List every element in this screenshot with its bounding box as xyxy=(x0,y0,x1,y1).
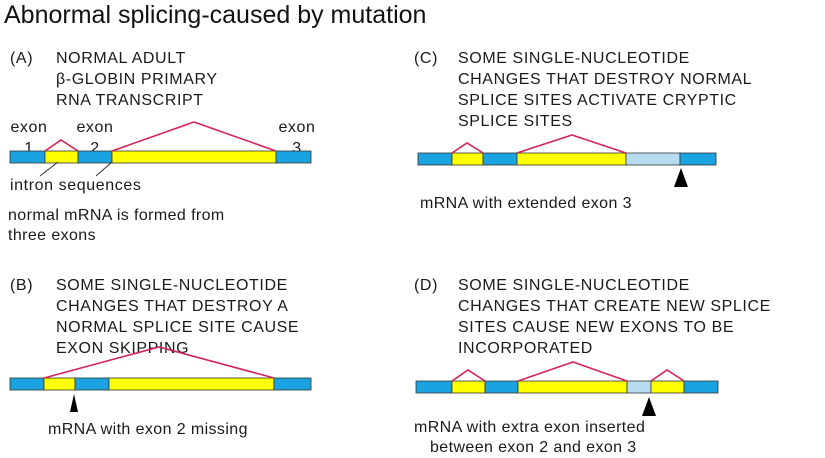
intron-1 xyxy=(43,377,76,391)
panel-b-label: (B) xyxy=(10,277,34,294)
intron-pointer xyxy=(39,161,59,177)
intron-2 xyxy=(516,152,627,166)
intron-pointer xyxy=(95,161,113,177)
exon-2 xyxy=(74,377,110,391)
exon-number: 2 xyxy=(90,140,100,157)
panel-c-heading-line: SPLICE SITES ACTIVATE CRYPTIC xyxy=(458,92,737,109)
intron-2b xyxy=(650,380,685,394)
panel-c-heading-line: CHANGES THAT DESTROY NORMAL xyxy=(458,71,753,88)
panel-c-heading: SOME SINGLE-NUCLEOTIDE CHANGES THAT DEST… xyxy=(458,48,752,132)
panel-a-heading-line: β-GLOBIN PRIMARY xyxy=(56,71,218,88)
exon-1 xyxy=(9,377,45,391)
intron-sequences-label: intron sequences xyxy=(10,177,142,194)
panel-d-heading-line: SOME SINGLE-NUCLEOTIDE xyxy=(458,277,690,294)
caption-line: mRNA with extra exon inserted xyxy=(414,419,646,436)
splice-line xyxy=(516,134,627,154)
panel-d-caption: mRNA with extra exon inserted between ex… xyxy=(414,418,645,458)
splice-line xyxy=(650,369,685,382)
caption-line: three exons xyxy=(8,227,97,244)
exon-2 xyxy=(484,380,519,394)
caption-line: normal mRNA is formed from xyxy=(8,207,225,224)
panel-a-label: (A) xyxy=(10,50,34,67)
panel-d-heading-line: INCORPORATED xyxy=(458,340,593,357)
cryptic-exon-extension xyxy=(625,152,681,166)
panel-b-heading-line: EXON SKIPPING xyxy=(56,340,190,357)
exon-1 xyxy=(9,150,46,164)
mutation-marker-icon xyxy=(70,394,78,412)
mutation-marker-icon xyxy=(674,168,688,187)
panel-a-transcript xyxy=(9,121,312,177)
intron-1 xyxy=(44,150,79,164)
splice-line xyxy=(111,121,277,152)
panel-d-label: (D) xyxy=(414,277,439,294)
exon-word: exon xyxy=(278,119,316,136)
exon-3-label: exon 3 xyxy=(272,117,322,159)
panel-a-heading-line: NORMAL ADULT xyxy=(56,50,186,67)
panel-b-transcript xyxy=(9,346,312,412)
panel-b-heading-line: NORMAL SPLICE SITE CAUSE xyxy=(56,319,300,336)
panel-b-heading-line: CHANGES THAT DESTROY A xyxy=(56,298,289,315)
caption-line: mRNA with exon 2 missing xyxy=(48,421,248,438)
exon-2 xyxy=(482,152,518,166)
splice-line xyxy=(517,361,628,382)
panel-b-heading: SOME SINGLE-NUCLEOTIDE CHANGES THAT DEST… xyxy=(56,275,299,359)
new-exon xyxy=(626,380,652,394)
splice-line xyxy=(451,142,484,154)
exon-1 xyxy=(415,380,453,394)
panel-d-heading: SOME SINGLE-NUCLEOTIDE CHANGES THAT CREA… xyxy=(458,275,771,359)
caption-line: mRNA with extended exon 3 xyxy=(420,195,632,212)
splice-line xyxy=(451,369,486,382)
exon-3 xyxy=(273,377,312,391)
exon-number: 3 xyxy=(292,140,302,157)
exon-2-label: exon 2 xyxy=(72,117,118,159)
intron-2a xyxy=(517,380,628,394)
exon-3 xyxy=(275,150,312,164)
panel-d-heading-line: SITES CAUSE NEW EXONS TO BE xyxy=(458,319,735,336)
intron-1 xyxy=(451,380,486,394)
intron-2 xyxy=(108,377,275,391)
intron-2 xyxy=(111,150,277,164)
exon-word: exon xyxy=(76,119,114,136)
panel-c-caption: mRNA with extended exon 3 xyxy=(420,194,632,214)
splice-line xyxy=(44,139,79,152)
exon-3 xyxy=(683,380,719,394)
caption-line: between exon 2 and exon 3 xyxy=(430,439,637,456)
panel-c-label: (C) xyxy=(414,50,439,67)
exon-number: 1 xyxy=(24,140,34,157)
panel-d-heading-line: CHANGES THAT CREATE NEW SPLICE xyxy=(458,298,771,315)
panel-c-heading-line: SOME SINGLE-NUCLEOTIDE xyxy=(458,50,690,67)
panel-a-heading-line: RNA TRANSCRIPT xyxy=(56,92,204,109)
panel-a-caption: normal mRNA is formed from three exons xyxy=(8,206,225,246)
exon-word: exon xyxy=(10,119,48,136)
panel-c-heading-line: SPLICE SITES xyxy=(458,113,573,130)
panel-b-heading-line: SOME SINGLE-NUCLEOTIDE xyxy=(56,277,288,294)
exon-3 xyxy=(679,152,717,166)
panel-d-transcript xyxy=(415,361,719,416)
mutation-marker-icon xyxy=(642,397,656,416)
panel-b-caption: mRNA with exon 2 missing xyxy=(48,420,248,440)
page-title: Abnormal splicing-caused by mutation xyxy=(4,1,427,29)
exon-1-label: exon 1 xyxy=(6,117,52,159)
exon-1 xyxy=(417,152,453,166)
panel-c-transcript xyxy=(417,134,717,187)
panel-a-heading: NORMAL ADULT β-GLOBIN PRIMARY RNA TRANSC… xyxy=(56,48,218,111)
exon-2 xyxy=(77,150,113,164)
splice-line xyxy=(43,346,275,379)
intron-1 xyxy=(451,152,484,166)
